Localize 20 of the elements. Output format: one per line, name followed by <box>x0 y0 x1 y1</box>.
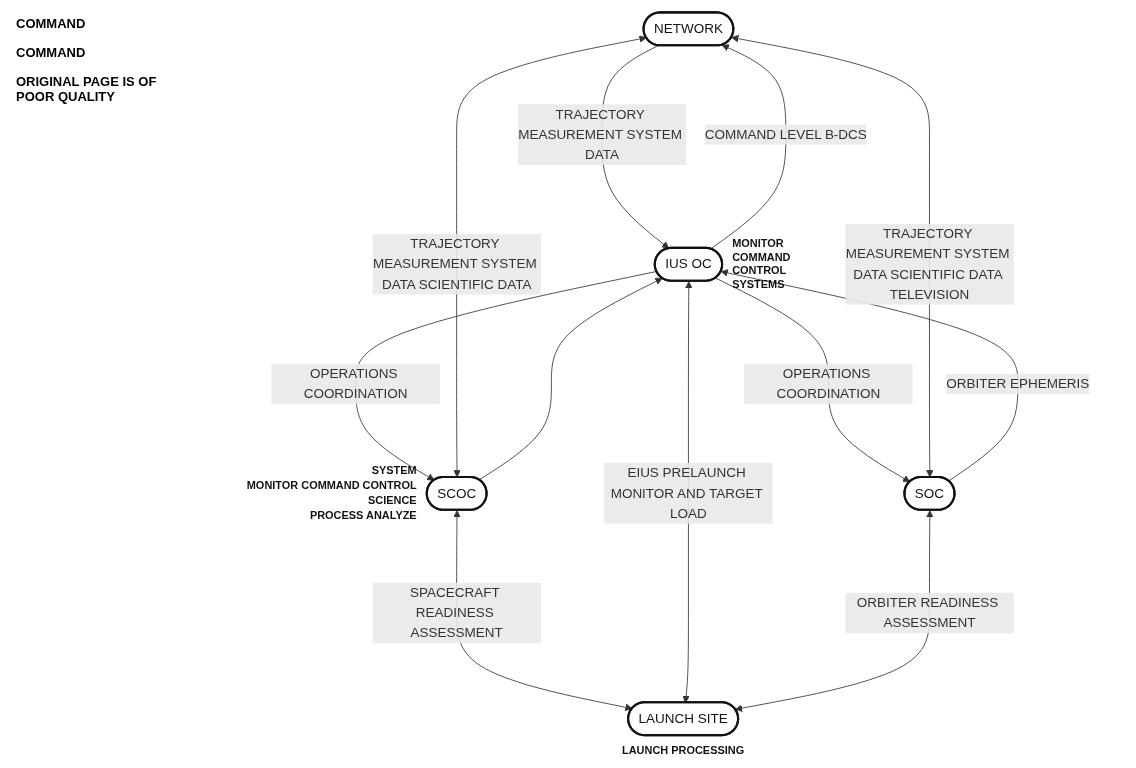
edge-label: ORBITER READINESS ASSESSMENT <box>856 595 999 630</box>
edge-label: EIUS PRELAUNCH MONITOR AND TARGET LOAD <box>610 465 763 521</box>
node-note: SYSTEM <box>371 464 417 476</box>
edge-label: TRAJECTORY MEASUREMENT SYSTEM DATA SCIENTIFIC DATA <box>372 236 537 292</box>
node-note: LAUNCH PROCESSING <box>622 743 745 756</box>
note-text: ORIGINAL PAGE IS OF POOR QUALITY <box>16 74 158 104</box>
edge-label: OPERATIONS COORDINATION <box>303 366 408 401</box>
node-note: MONITOR COMMAND CONTROL <box>246 479 417 492</box>
flow-label: COMMAND <box>16 45 87 60</box>
node-note: MONITOR COMMAND CONTROL <box>732 237 791 277</box>
node-note: PROCESS ANALYZE <box>309 509 417 522</box>
node-note: SCIENCE <box>368 494 417 507</box>
edge-label: SPACECRAFT READINESS ASSESSMENT <box>410 585 503 640</box>
edge-label: ORBITER EPHEMERIS <box>946 376 1090 391</box>
edge-label: TRAJECTORY MEASUREMENT SYSTEM DATA <box>518 106 682 162</box>
edge-label: OPERATIONS COORDINATION <box>776 366 881 401</box>
edge-label: COMMAND LEVEL B-DCS <box>704 126 867 142</box>
node-note: SYSTEMS <box>732 277 785 290</box>
edge-label: TRAJECTORY MEASUREMENT SYSTEM DATA SCIENTIFIC DATA TELEVISION <box>845 226 1010 302</box>
flow-label: COMMAND <box>16 16 87 31</box>
